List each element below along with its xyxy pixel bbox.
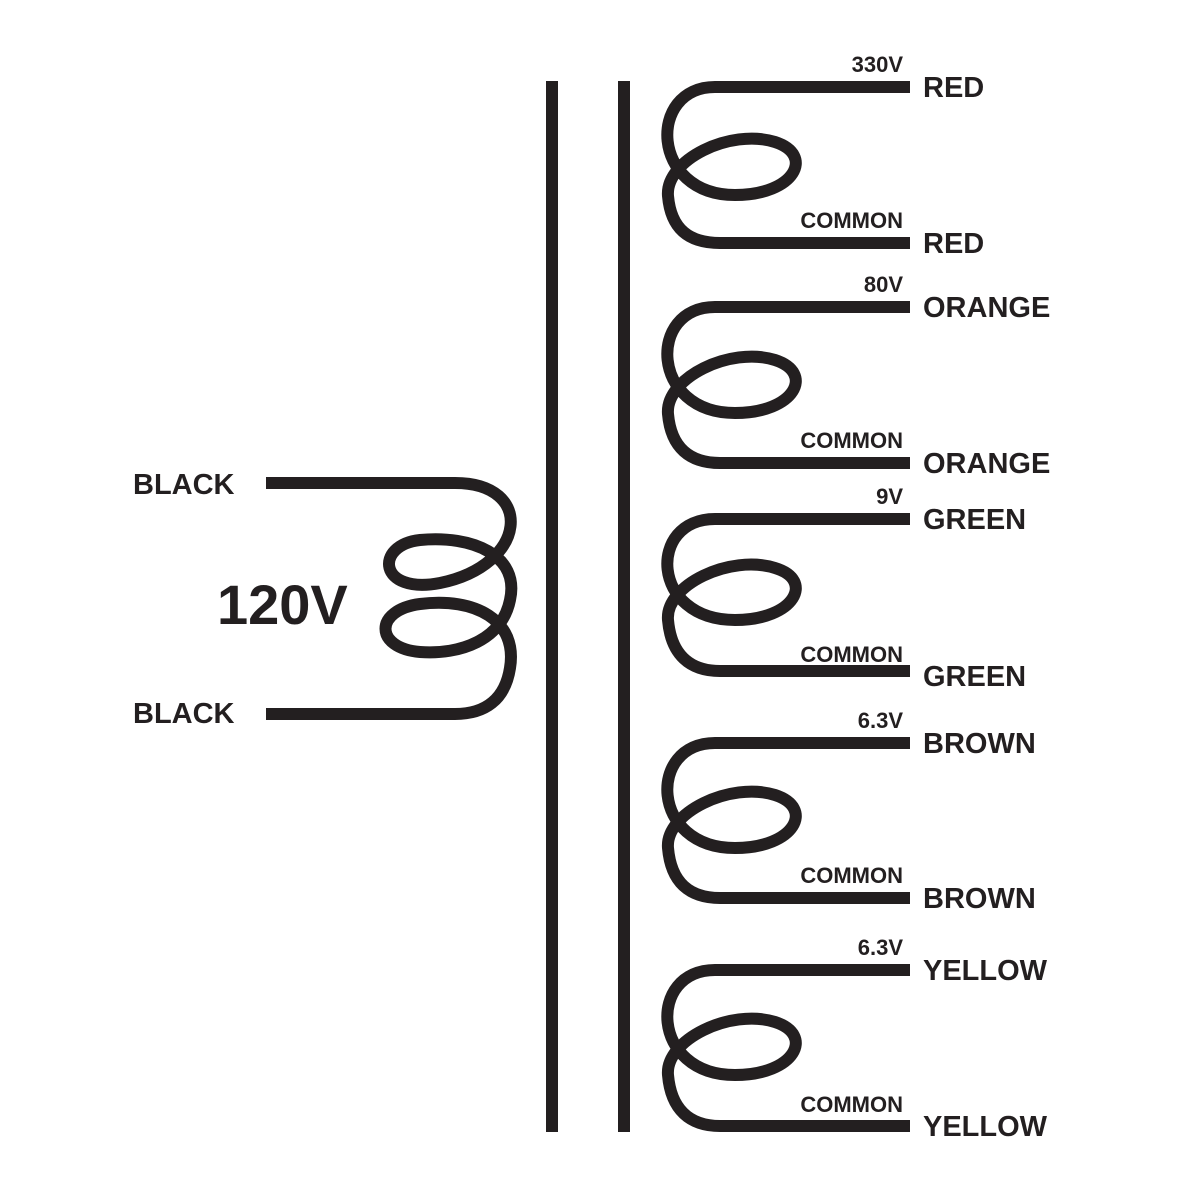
secondary-coil-2 <box>661 301 910 469</box>
secondary-2-common-label: COMMON <box>800 428 903 453</box>
secondary-4-bottom-lead-label: BROWN <box>923 883 1036 915</box>
secondary-coil-4 <box>661 737 910 904</box>
secondary-3-bottom-lead-label: GREEN <box>923 661 1026 693</box>
secondary-4-voltage-label: 6.3V <box>858 708 904 733</box>
secondary-5-voltage-label: 6.3V <box>858 935 904 960</box>
secondary-4-common-label: COMMON <box>800 863 903 888</box>
secondary-winding-3: 9V GREEN COMMON GREEN <box>661 484 1026 693</box>
primary-winding: BLACK BLACK 120V <box>133 469 518 730</box>
primary-top-lead-label: BLACK <box>133 469 235 501</box>
secondary-2-bottom-lead-label: ORANGE <box>923 448 1050 480</box>
secondary-winding-2: 80V ORANGE COMMON ORANGE <box>661 272 1050 480</box>
primary-coil <box>266 477 518 720</box>
secondary-coil-1 <box>661 81 910 249</box>
secondary-2-voltage-label: 80V <box>864 272 903 297</box>
secondary-winding-1: 330V RED COMMON RED <box>661 52 984 260</box>
secondary-1-bottom-lead-label: RED <box>923 228 984 260</box>
secondary-5-common-label: COMMON <box>800 1092 903 1117</box>
secondary-2-top-lead-label: ORANGE <box>923 292 1050 324</box>
secondary-5-bottom-lead-label: YELLOW <box>923 1111 1048 1143</box>
secondary-coil-5 <box>661 964 910 1132</box>
secondary-3-common-label: COMMON <box>800 642 903 667</box>
secondary-4-top-lead-label: BROWN <box>923 728 1036 760</box>
secondary-1-common-label: COMMON <box>800 208 903 233</box>
secondary-3-voltage-label: 9V <box>876 484 903 509</box>
primary-voltage-label: 120V <box>217 573 348 636</box>
secondary-winding-4: 6.3V BROWN COMMON BROWN <box>661 708 1036 915</box>
primary-bottom-lead-label: BLACK <box>133 698 235 730</box>
secondary-winding-5: 6.3V YELLOW COMMON YELLOW <box>661 935 1048 1143</box>
secondary-1-top-lead-label: RED <box>923 72 984 104</box>
secondary-coil-3 <box>661 513 910 677</box>
secondary-1-voltage-label: 330V <box>852 52 904 77</box>
secondary-5-top-lead-label: YELLOW <box>923 955 1048 987</box>
secondary-3-top-lead-label: GREEN <box>923 504 1026 536</box>
